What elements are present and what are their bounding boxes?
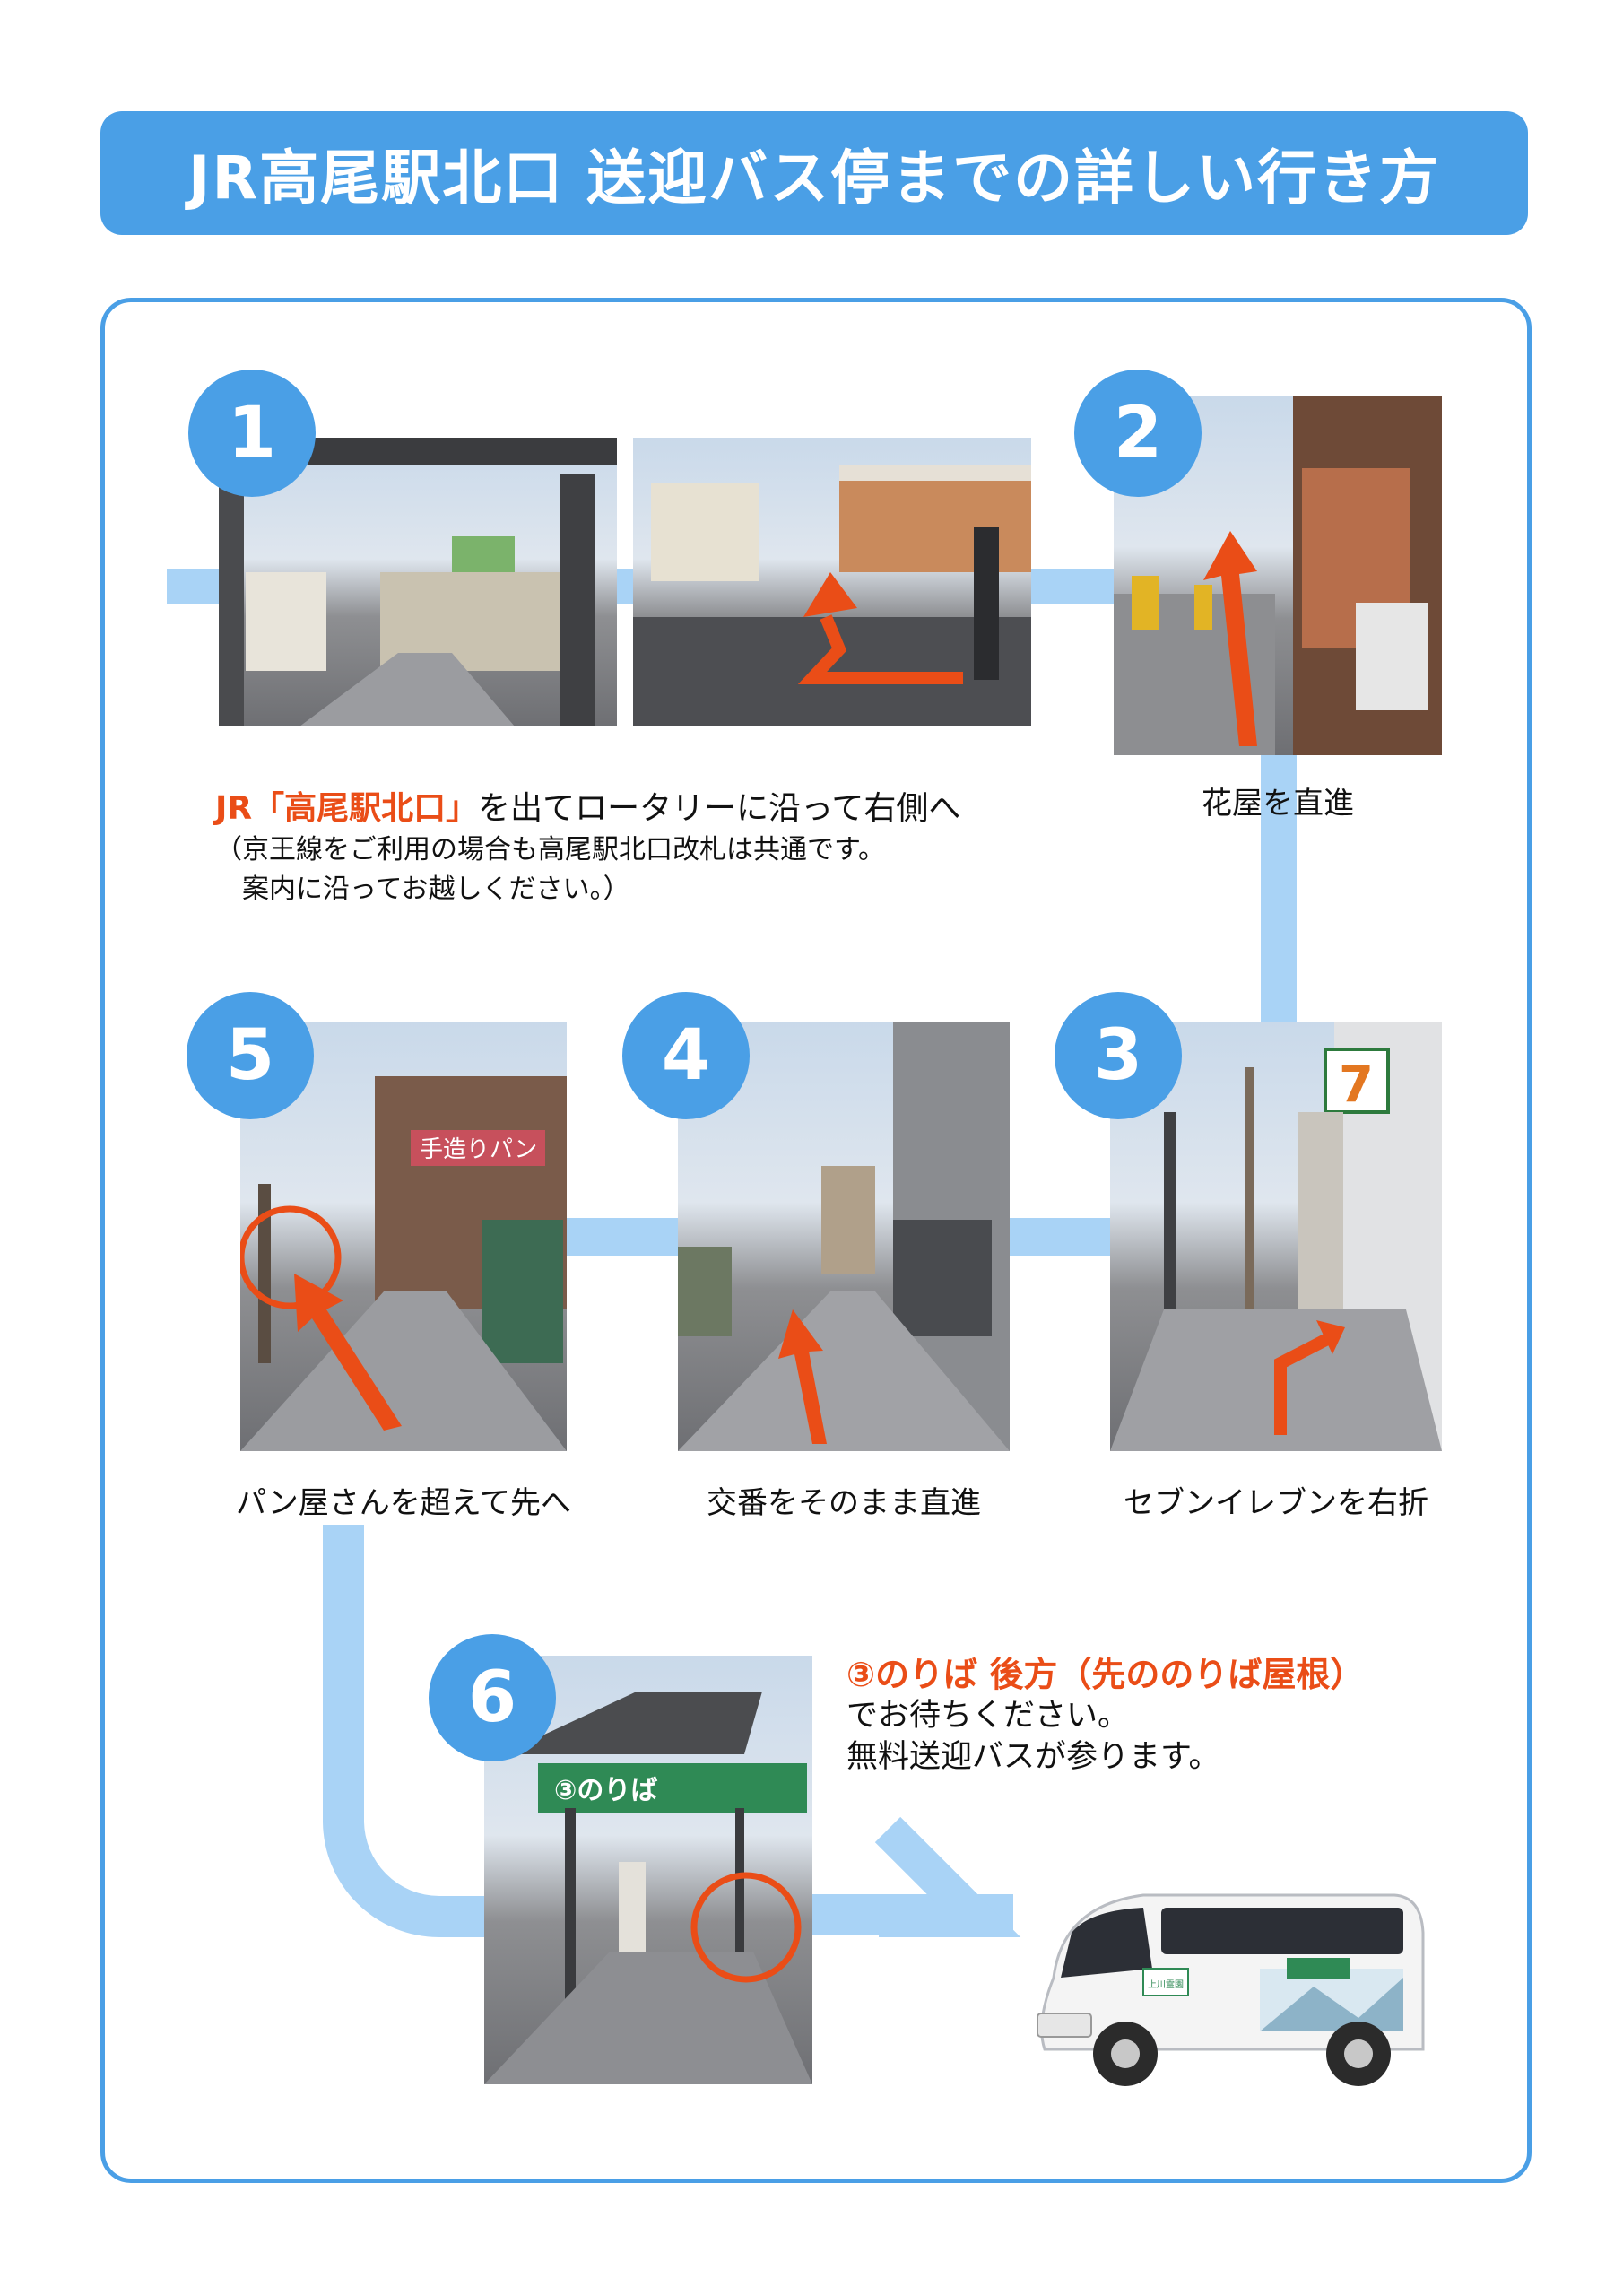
step1-caption-rest: を出てロータリーに沿って右側へ	[478, 790, 961, 827]
step5-caption: パン屋さんを超えて先へ	[236, 1485, 571, 1521]
step5-badge: 5	[187, 992, 314, 1119]
step6-caption: ③のりば 後方（先ののりば屋根） でお待ちください。 無料送迎バスが参ります。	[846, 1654, 1364, 1778]
step1-caption-accent: JR「高尾駅北口」	[215, 790, 479, 827]
step6-caption-accent: ③のりば 後方（先ののりば屋根）	[846, 1655, 1365, 1694]
bus-panel-text: 上川霊園	[1148, 1979, 1184, 1990]
step2-badge: 2	[1074, 370, 1202, 497]
step1-photo-rotary	[633, 438, 1031, 726]
bakery-sign-text: 手造りパン	[420, 1136, 537, 1163]
step4-caption: 交番をそのまま直進	[707, 1485, 981, 1521]
step1-caption: JR「高尾駅北口」を出てロータリーに沿って右側へ	[215, 782, 960, 829]
page-title: JR高尾駅北口 送迎バス停までの詳しい行き方	[187, 144, 1441, 213]
step1-photo-station-exit	[219, 438, 617, 726]
step3-badge: 3	[1055, 992, 1182, 1119]
title-banner: JR高尾駅北口 送迎バス停までの詳しい行き方	[100, 111, 1528, 235]
step4-badge: 4	[622, 992, 750, 1119]
arrow-to-bus-icon	[874, 1816, 1021, 1937]
store-sign-text: 7	[1339, 1056, 1374, 1114]
step6-caption-line2: でお待ちください。	[846, 1698, 1130, 1734]
step1-note-line1: （京王線をご利用の場合も高尾駅北口改札は共通です。	[215, 834, 885, 865]
platform-sign-text: ③のりば	[554, 1775, 657, 1806]
step1-note-line2: 案内に沿ってお越しください。）	[215, 874, 630, 905]
step1-note: （京王線をご利用の場合も高尾駅北口改札は共通です。 案内に沿ってお越しください。…	[215, 831, 885, 909]
step6-caption-line3: 無料送迎バスが参ります。	[846, 1739, 1220, 1775]
step4-photo-police-box	[678, 1022, 1010, 1451]
step1-badge: 1	[188, 370, 316, 497]
step3-caption: セブンイレブンを右折	[1124, 1485, 1428, 1521]
content-frame	[100, 298, 1532, 2183]
shuttle-bus-illustration: 上川霊園	[1037, 1893, 1425, 2086]
step2-photo-flower-shop	[1114, 396, 1442, 755]
step2-caption: 花屋を直進	[1202, 786, 1354, 822]
step6-badge: 6	[429, 1634, 556, 1761]
